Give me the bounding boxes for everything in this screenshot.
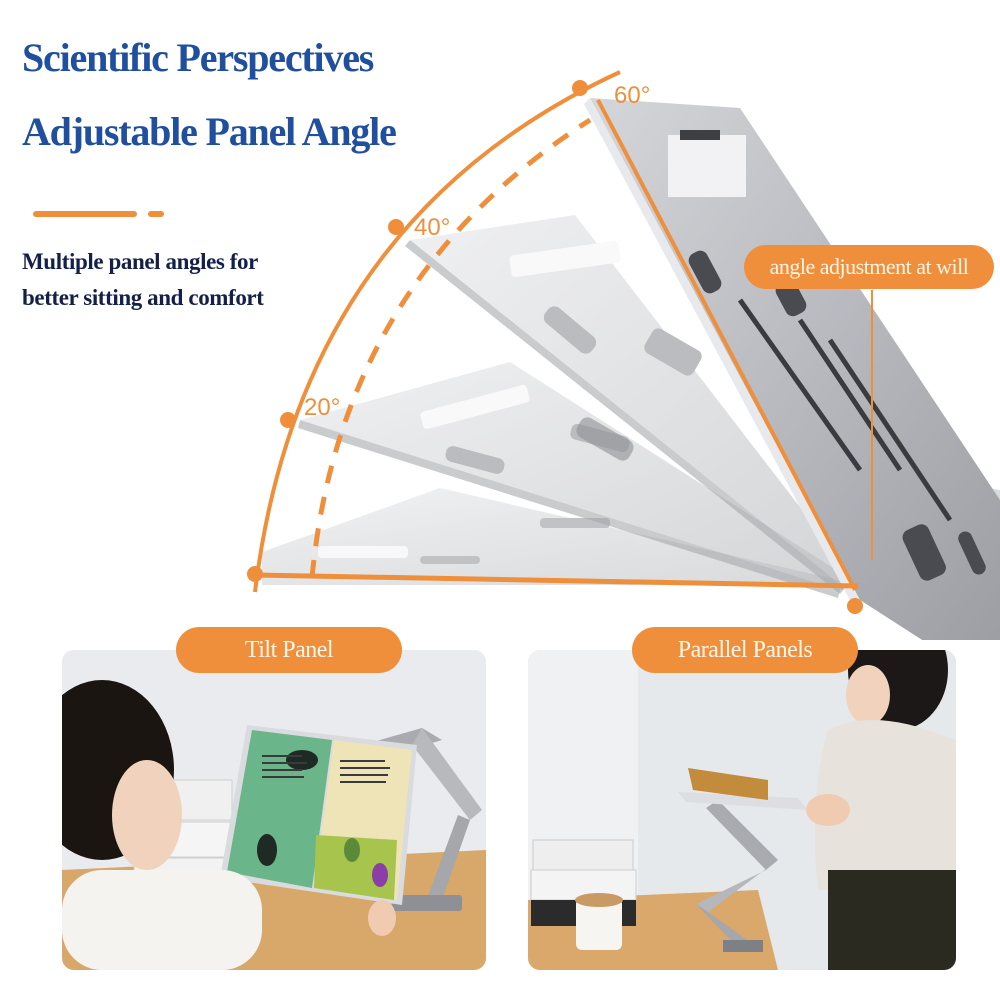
accent-dash-long	[33, 211, 137, 217]
tilt-panel-photo	[62, 650, 486, 970]
parallel-panels-label: Parallel Panels	[632, 627, 858, 673]
angle-label-20: 20°	[304, 394, 341, 421]
tilt-panel-illustration	[62, 650, 486, 970]
subtitle-line-1: Multiple panel angles for	[22, 249, 258, 274]
tilt-panel-label: Tilt Panel	[176, 627, 402, 673]
angle-dot-20	[280, 412, 296, 428]
baseline	[254, 572, 859, 589]
pivot-dot	[847, 598, 863, 614]
panel-0-degree	[262, 488, 860, 585]
panel-40-degree	[405, 215, 860, 594]
angle-adjustment-callout: angle adjustment at will	[744, 245, 994, 289]
axis-60	[596, 99, 857, 591]
angle-label-60: 60°	[614, 82, 651, 109]
angle-dot-60	[572, 80, 588, 96]
accent-dash-short	[148, 211, 164, 217]
outer-arc	[253, 70, 621, 593]
inner-dashed-arc	[309, 117, 592, 579]
parallel-panels-illustration	[528, 650, 956, 970]
title-line-1: Scientific Perspectives	[22, 35, 374, 80]
parallel-panels-photo	[528, 650, 956, 970]
title-line-2: Adjustable Panel Angle	[22, 109, 397, 154]
angle-label-40: 40°	[414, 214, 451, 241]
angle-dot-40	[388, 219, 404, 235]
panel-20-degree	[298, 362, 860, 598]
panel-60-degree	[584, 98, 1000, 640]
angle-dot-0	[247, 566, 263, 582]
angle-diagram	[247, 70, 1000, 640]
subtitle-line-2: better sitting and comfort	[22, 285, 264, 310]
